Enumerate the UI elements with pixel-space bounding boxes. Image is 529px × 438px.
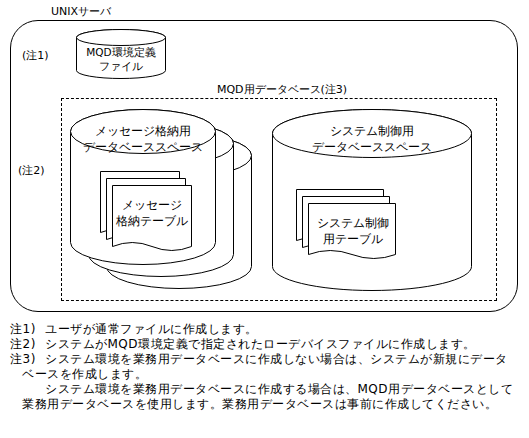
note-row: 注1)ユーザが通常ファイルに作成します。 — [10, 322, 515, 337]
callout-note: (注1) — [22, 48, 49, 63]
note-row: 注2)システムがMQD環境定義で指定されたローデバイスファイルに作成します。 — [10, 337, 515, 352]
table-label: システム制御 用テーブル — [310, 215, 396, 247]
note-text: システム環境を業務用データベースに作成しない場合は、システムが新規にデータベース… — [22, 352, 508, 381]
note-text: システム環境を業務用データベースに作成する場合は、MQD用データベースとして業務… — [22, 382, 513, 411]
note-marker: 注2) — [10, 337, 45, 352]
message-table: メッセージ 格納テーブル — [100, 171, 192, 253]
dbspace-label: システム制御用 データベーススペース — [302, 123, 442, 155]
page-sheet — [309, 204, 396, 259]
server-heading: UNIXサーバ — [51, 4, 141, 20]
page-sheet — [113, 186, 192, 251]
table-label: メッセージ 格納テーブル — [112, 197, 192, 229]
note-text: システムがMQD環境定義で指定されたローデバイスファイルに作成します。 — [45, 337, 476, 351]
config-file-cylinder: MQD環境定義 ファイル — [76, 29, 166, 79]
cylinder-body — [107, 134, 252, 289]
note-marker: 注3) — [10, 352, 45, 367]
callout-note: (注2) — [18, 163, 45, 178]
dbspace-label: メッセージ格納用 データベーススペース — [78, 123, 208, 155]
group-heading: MQD用データベース(注3) — [182, 82, 382, 98]
control-table: システム制御 用テーブル — [296, 189, 396, 261]
notes-block: 注1)ユーザが通常ファイルに作成します。注2)システムがMQD環境定義で指定され… — [10, 322, 515, 412]
database-group: MQD用データベース(注3)メッセージ格納用 データベーススペースメッセージ 格… — [61, 98, 497, 301]
note-row: システム環境を業務用データベースに作成する場合は、MQD用データベースとして業務… — [10, 382, 515, 412]
cylinder-top — [273, 110, 472, 158]
note-row: 注3)システム環境を業務用データベースに作成しない場合は、システムが新規にデータ… — [10, 352, 515, 382]
cylinder-body — [273, 110, 472, 291]
server-frame: UNIXサーバMQD環境定義 ファイルMQD用データベース(注3)メッセージ格納… — [10, 20, 518, 312]
file-label: MQD環境定義 ファイル — [80, 45, 162, 73]
note-text: ユーザが通常ファイルに作成します。 — [45, 322, 258, 336]
cylinder-body — [77, 30, 166, 79]
note-marker: 注1) — [10, 322, 45, 337]
control-dbspace: システム制御用 データベーススペースシステム制御 用テーブル — [272, 109, 472, 291]
message-dbspace: メッセージ格納用 データベーススペースメッセージ 格納テーブル — [70, 109, 252, 289]
cylinder-body — [71, 110, 216, 265]
cylinder-top — [77, 30, 166, 46]
